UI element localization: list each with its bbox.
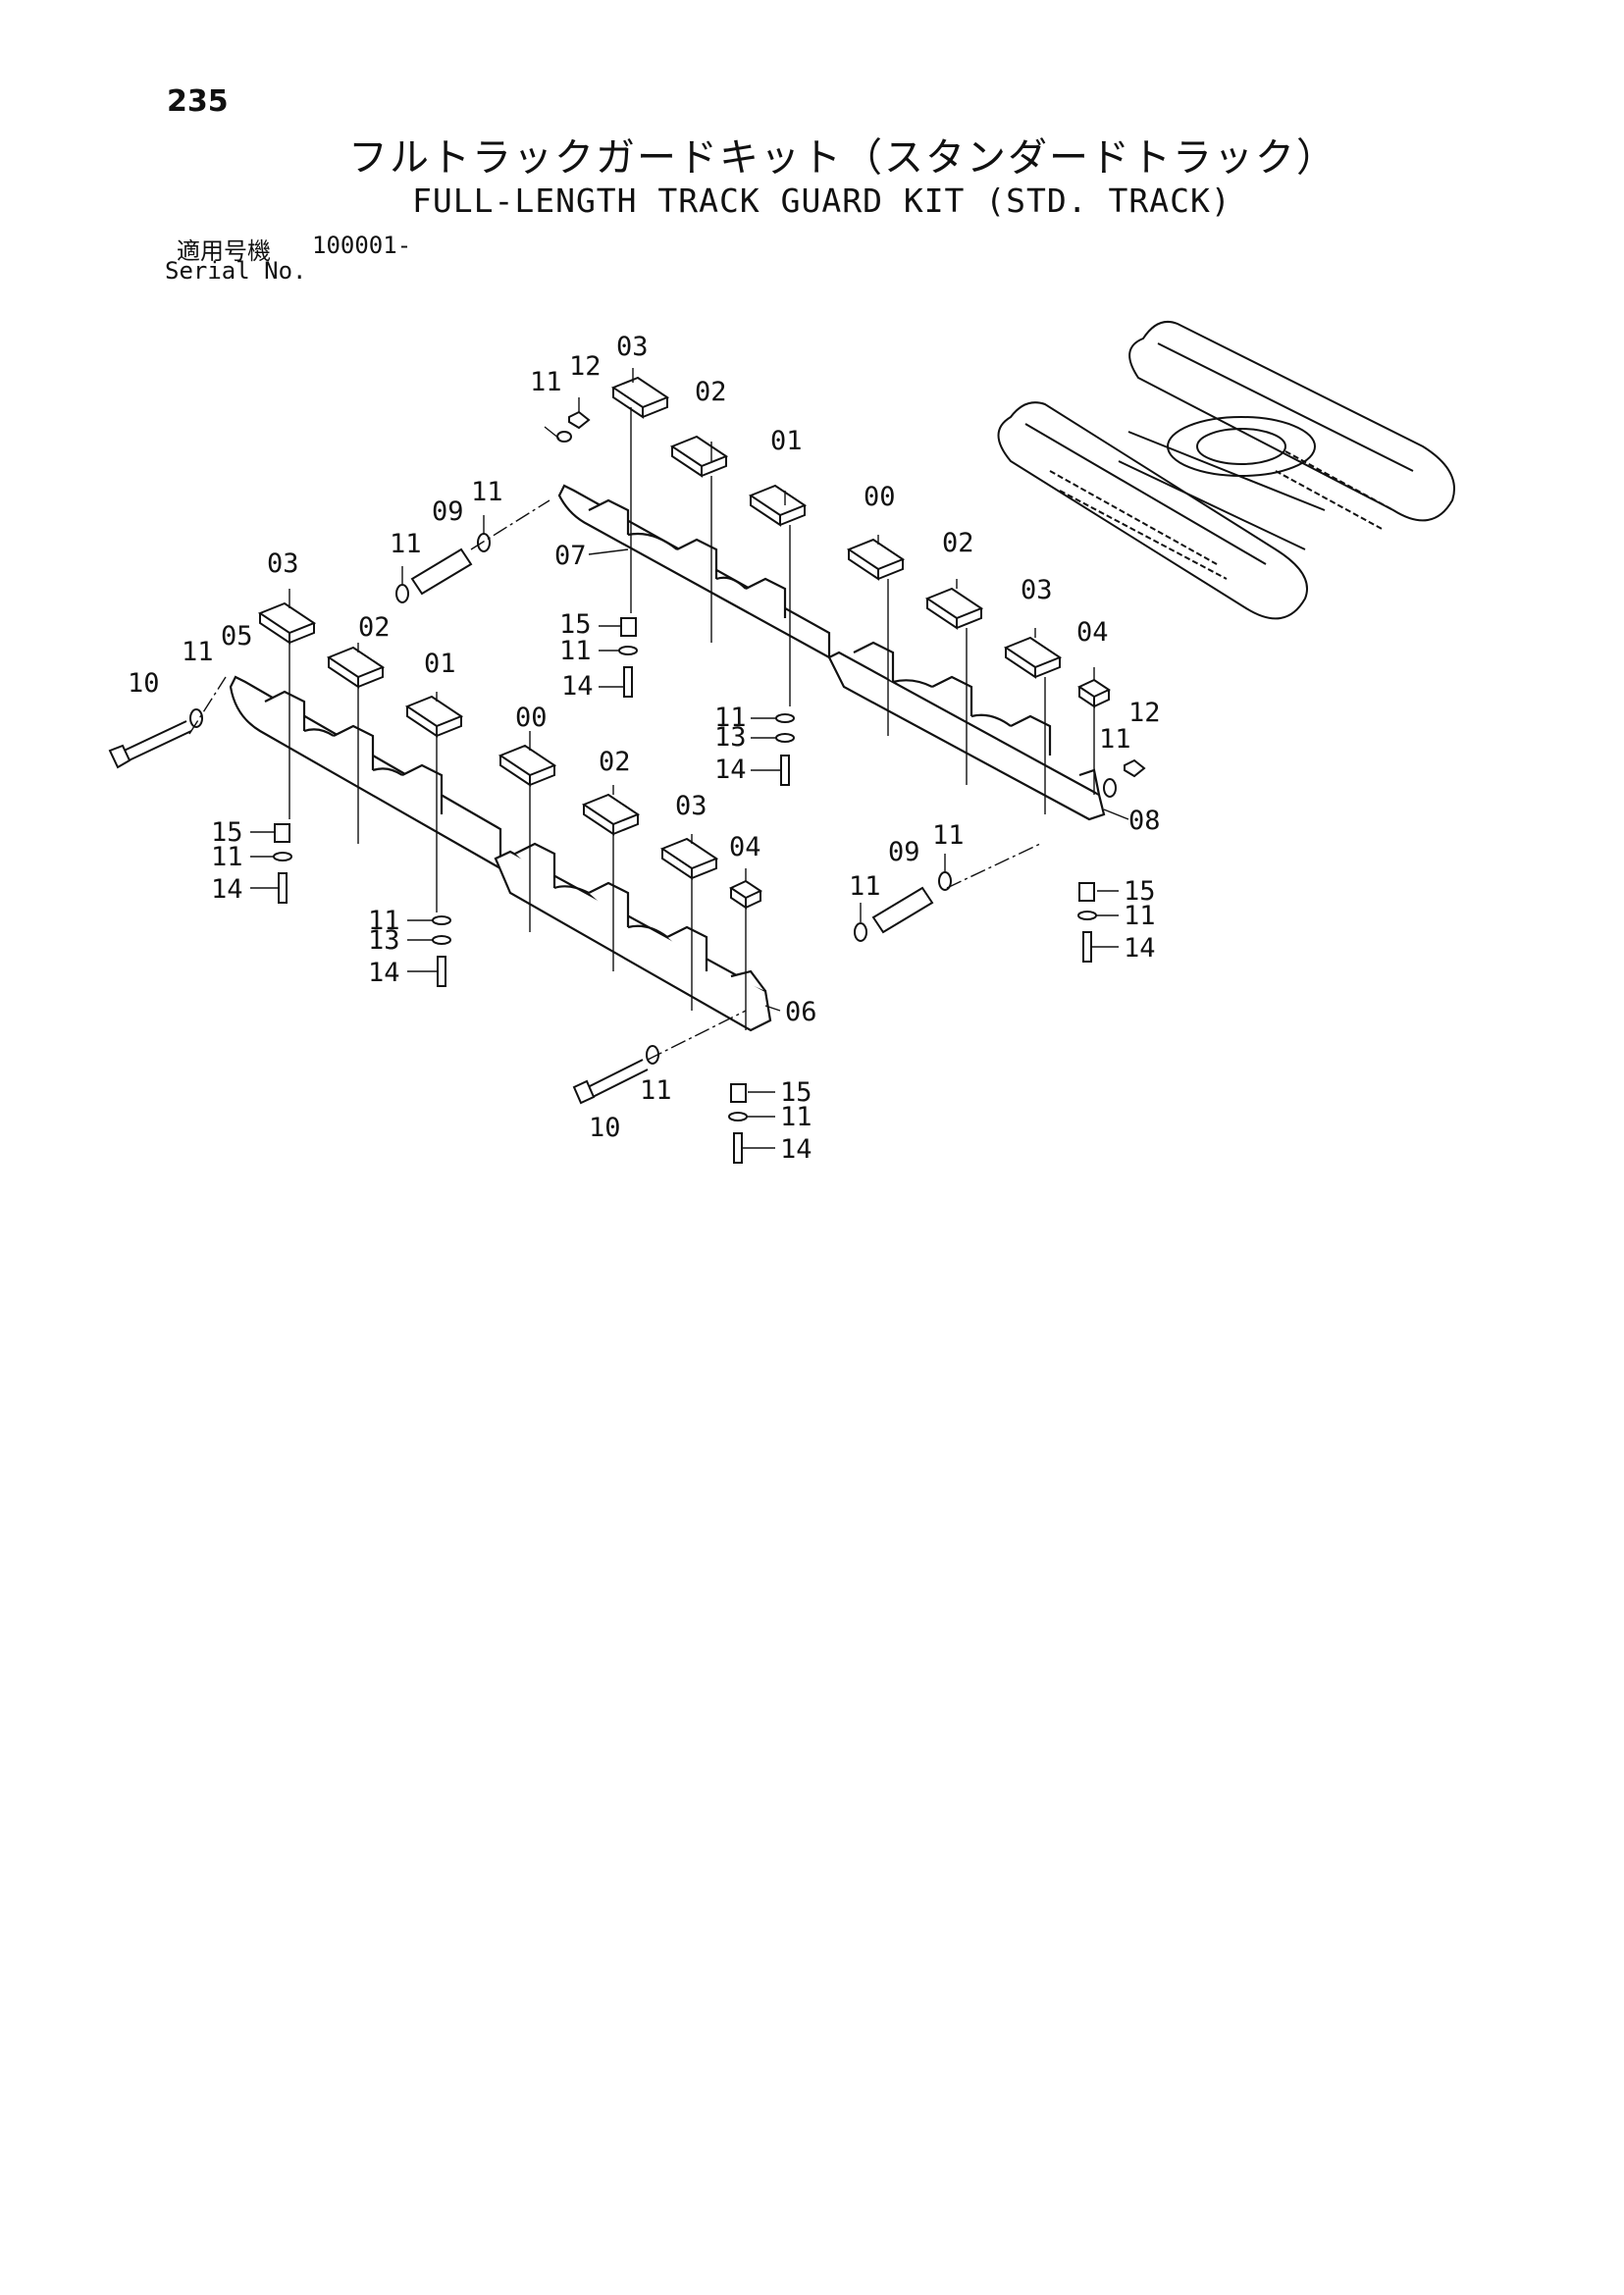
serial-label-japanese: 適用号機	[177, 237, 271, 265]
callout-label: 13	[368, 925, 400, 956]
callout-label: 11	[559, 636, 592, 666]
callout-label: 08	[1128, 806, 1161, 836]
serial-value: 100001-	[312, 232, 412, 259]
callout-label: 11	[368, 906, 400, 936]
callout-label: 10	[128, 668, 160, 699]
callout-label: 03	[267, 548, 299, 579]
title-english: FULL-LENGTH TRACK GUARD KIT (STD. TRACK)	[412, 182, 1231, 220]
callout-label: 04	[1076, 617, 1109, 648]
callout-label: 12	[1128, 698, 1161, 728]
callout-label: 15	[211, 817, 243, 848]
guard-blocks	[257, 376, 1112, 910]
callout-label: 07	[554, 541, 587, 571]
callout-label: 02	[358, 612, 391, 643]
callout-label: 12	[569, 351, 602, 382]
callout-label: 05	[221, 621, 253, 652]
callout-label: 15	[559, 609, 592, 640]
callout-label: 11	[530, 367, 562, 397]
leader-lines	[188, 368, 1129, 1149]
callout-label: 03	[616, 332, 649, 362]
title-japanese: フルトラックガードキット（スタンダードトラック）	[348, 135, 1337, 181]
callout-label: 00	[864, 482, 896, 512]
callout-label: 03	[675, 791, 707, 821]
page-number: 235	[167, 84, 229, 119]
callout-label: 11	[1124, 901, 1156, 931]
callout-label: 14	[780, 1134, 812, 1165]
callout-label: 00	[515, 703, 548, 733]
track-guard-rails	[229, 484, 1106, 1032]
callout-label: 02	[942, 528, 974, 558]
callout-label: 01	[770, 426, 803, 456]
callout-label: 11	[1099, 724, 1131, 755]
callout-label: 11	[640, 1075, 672, 1106]
serial-label-english: Serial No.	[165, 257, 307, 285]
callout-label: 14	[1124, 933, 1156, 964]
fasteners	[108, 410, 1146, 1164]
callout-label: 11	[471, 477, 503, 507]
callout-label: 06	[785, 997, 817, 1027]
callout-label: 10	[589, 1113, 621, 1143]
callout-label: 02	[599, 747, 631, 777]
callout-label: 15	[780, 1077, 812, 1108]
callout-label: 11	[211, 842, 243, 872]
callout-label: 13	[714, 722, 747, 753]
undercarriage-inset	[997, 320, 1455, 620]
callout-label: 14	[211, 874, 243, 905]
callout-label: 11	[780, 1102, 812, 1132]
exploded-parts-diagram: 11 12 03 02 01 00 02 03 04 09 11 11 07 1…	[108, 320, 1455, 1165]
callout-label: 11	[932, 820, 965, 851]
callout-label: 14	[714, 755, 747, 785]
callout-label: 11	[849, 871, 881, 902]
callout-label: 14	[368, 958, 400, 988]
callout-label: 14	[561, 671, 594, 702]
callout-label: 04	[729, 832, 761, 862]
callout-label: 01	[424, 649, 456, 679]
callout-label: 11	[390, 529, 422, 559]
callout-label: 15	[1124, 876, 1156, 907]
callout-label: 11	[182, 637, 214, 667]
callout-label: 09	[888, 837, 920, 867]
callout-label: 09	[432, 496, 464, 527]
callout-labels: 11 12 03 02 01 00 02 03 04 09 11 11 07 1…	[128, 332, 1161, 1165]
callout-label: 02	[695, 377, 727, 407]
callout-label: 03	[1021, 575, 1053, 605]
callout-label: 11	[714, 703, 747, 733]
